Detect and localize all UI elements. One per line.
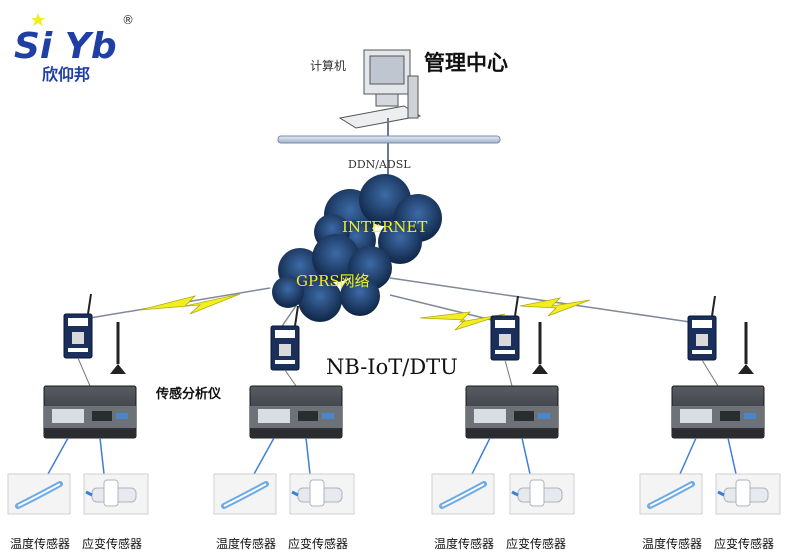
temp-sensor-label: 温度传感器: [216, 536, 276, 551]
analyzer-label: 传感分析仪: [155, 386, 222, 402]
computer-label: 计算机: [310, 58, 346, 73]
center-title: 管理中心: [424, 50, 508, 75]
analyzer-icon: [249, 385, 343, 439]
strain-sensor-icon: [82, 472, 150, 516]
strain-sensor-label: 应变传感器: [506, 536, 566, 551]
strain-sensor-label: 应变传感器: [82, 536, 142, 551]
station-4: 温度传感器应变传感器: [640, 295, 782, 551]
device-label: NB-IoT/DTU: [326, 355, 458, 379]
internet-label: INTERNET: [342, 218, 427, 236]
dtu-icon: [687, 295, 717, 361]
lan-bar: [277, 135, 501, 144]
antenna-icon: [530, 320, 550, 376]
temperature-sensor-icon: [640, 474, 702, 514]
lightning-icon: [139, 293, 591, 331]
strain-sensor-label: 应变传感器: [288, 536, 348, 551]
temperature-sensor-icon: [214, 474, 276, 514]
strain-sensor-label: 应变传感器: [714, 536, 774, 551]
antenna-icon: [108, 320, 128, 376]
link-label: DDN/ADSL: [348, 158, 411, 171]
station-3: 温度传感器应变传感器: [432, 295, 576, 551]
temp-sensor-label: 温度传感器: [434, 536, 494, 551]
strain-sensor-icon: [288, 472, 356, 516]
analyzer-icon: [43, 385, 137, 439]
dtu-icon: [490, 295, 520, 361]
strain-sensor-icon: [508, 472, 576, 516]
temp-sensor-label: 温度传感器: [10, 536, 70, 551]
antenna-icon: [736, 320, 756, 376]
dtu-icon: [270, 305, 300, 371]
computer-icon: [338, 49, 422, 129]
gprs-label: GPRS网络: [296, 272, 370, 290]
stations: 温度传感器应变传感器温度传感器应变传感器温度传感器应变传感器温度传感器应变传感器: [8, 293, 782, 551]
dtu-icon: [63, 293, 93, 359]
temperature-sensor-icon: [8, 474, 70, 514]
logo: Si Yb ® 欣仰邦: [14, 13, 134, 84]
logo-company-name: 欣仰邦: [42, 65, 90, 84]
logo-mark: ®: [122, 13, 134, 27]
analyzer-icon: [465, 385, 559, 439]
strain-sensor-icon: [714, 472, 782, 516]
temperature-sensor-icon: [432, 474, 494, 514]
station-1: 温度传感器应变传感器: [8, 293, 150, 551]
logo-star-icon: [31, 13, 45, 26]
temp-sensor-label: 温度传感器: [642, 536, 702, 551]
analyzer-icon: [671, 385, 765, 439]
gprs-cloud-icon: [272, 234, 392, 322]
station-2: 温度传感器应变传感器: [214, 305, 356, 551]
logo-wordmark: Si Yb: [14, 26, 117, 67]
